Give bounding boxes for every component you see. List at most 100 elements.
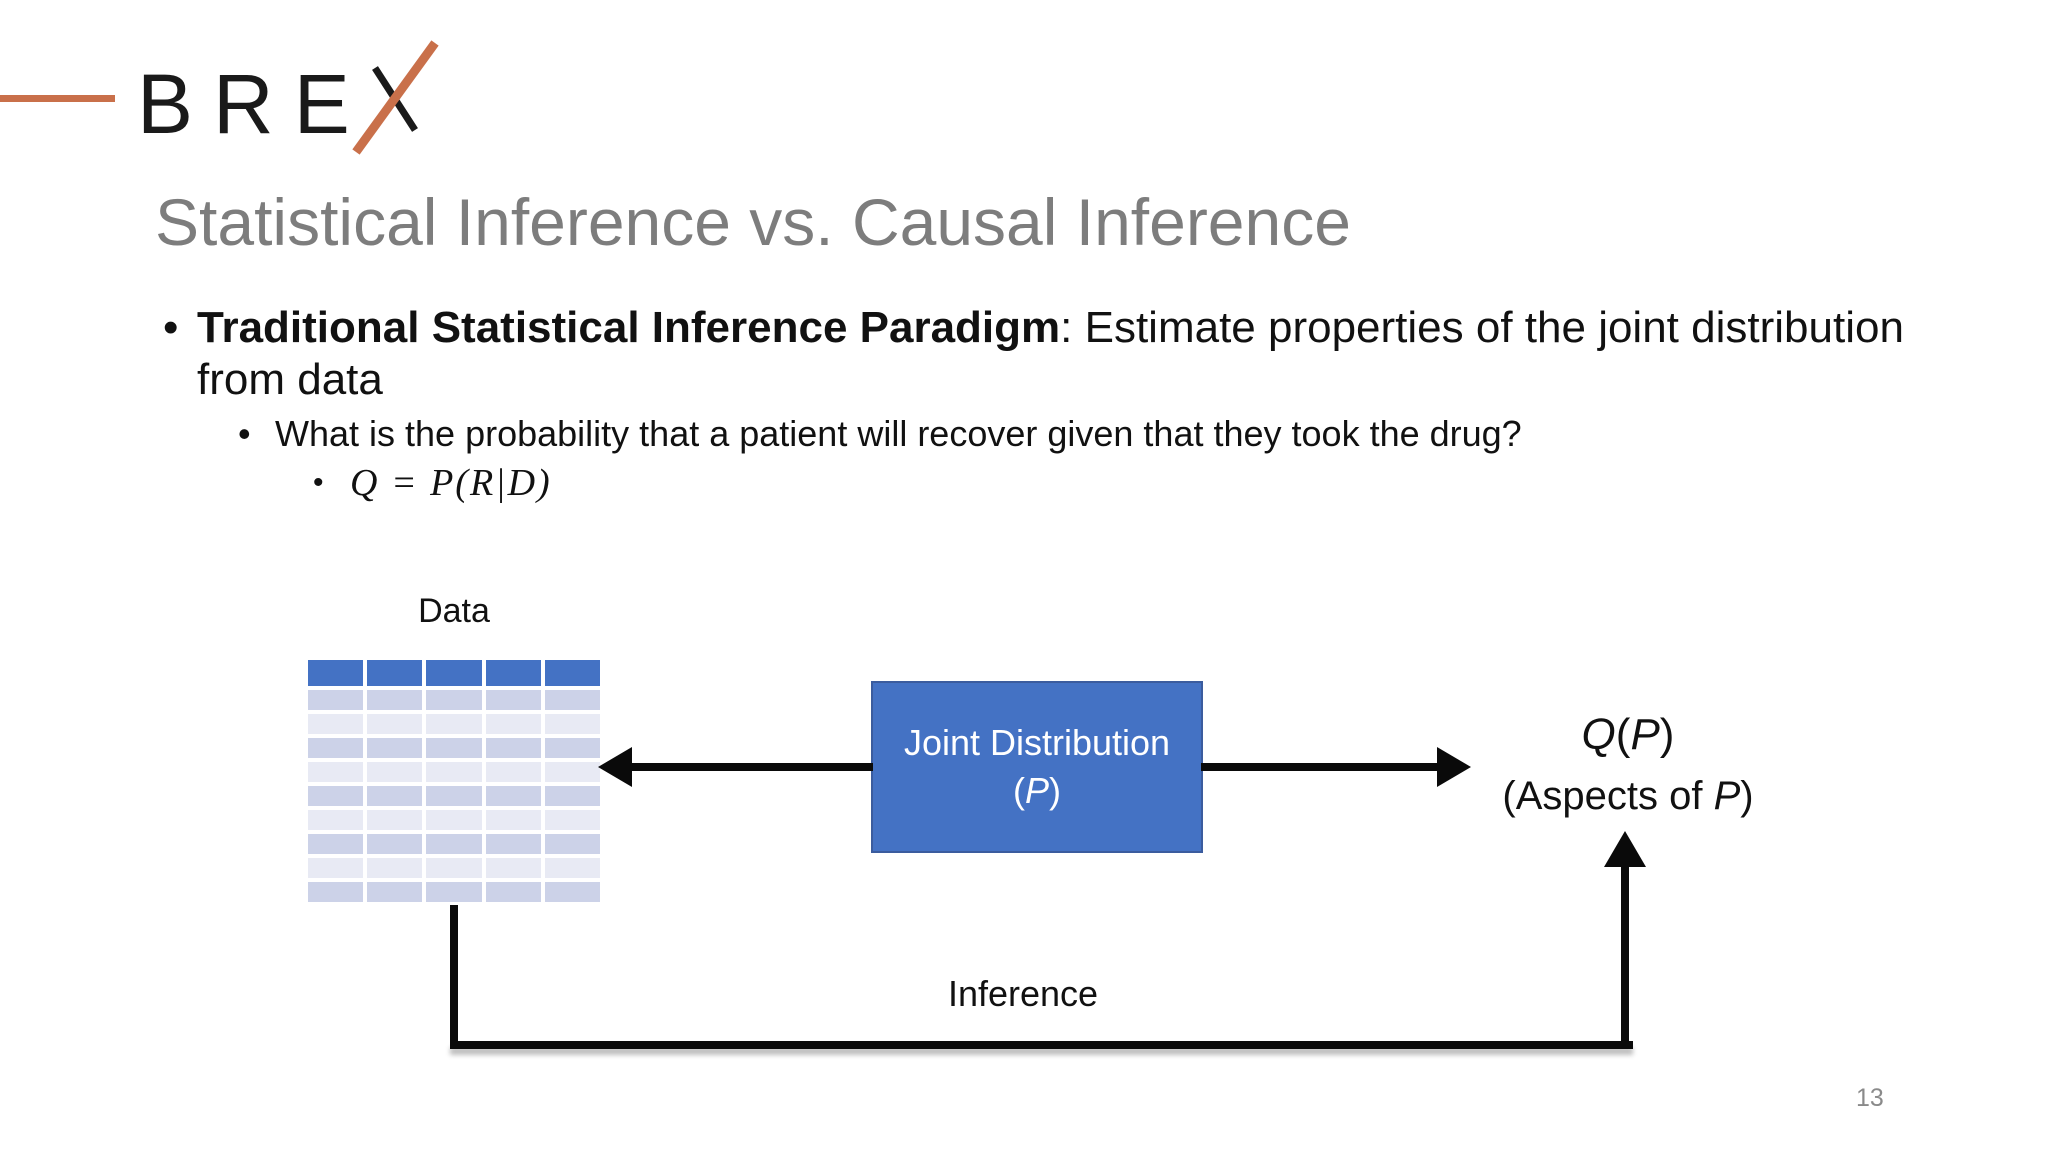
table-cell (367, 882, 423, 902)
aspects-of-p-label: (Aspects of P) (1428, 772, 1828, 820)
p-symbol: P (1024, 770, 1049, 811)
table-cell (426, 738, 482, 758)
table-cell (308, 690, 364, 710)
table-cell (485, 660, 541, 686)
table-cell (367, 714, 423, 734)
paren: ) (1740, 774, 1754, 818)
table-cell (485, 810, 541, 830)
joint-distribution-box: Joint Distribution (P) (871, 681, 1203, 853)
bullet-marker: • (238, 413, 251, 454)
table-row (308, 858, 601, 878)
table-cell (367, 834, 423, 854)
bullet-item-level2: • What is the probability that a patient… (238, 413, 1838, 455)
q-symbol: Q (1581, 710, 1616, 759)
joint-distribution-symbol: (P) (1013, 767, 1061, 815)
table-row (308, 714, 601, 734)
arrow-up-head-icon (1604, 831, 1646, 867)
inference-label: Inference (947, 973, 1099, 1014)
table-cell (544, 882, 601, 902)
table-row (308, 834, 601, 854)
table-cell (308, 882, 364, 902)
table-cell (426, 762, 482, 782)
table-cell (485, 714, 541, 734)
table-cell (544, 660, 601, 686)
paren: ( (1615, 710, 1631, 759)
table-cell (426, 834, 482, 854)
bullet-marker: • (313, 466, 324, 499)
table-cell (308, 786, 364, 806)
table-cell (544, 714, 601, 734)
table-cell (308, 858, 364, 878)
paren: ( (1012, 770, 1025, 811)
arrow-right-head-icon (1437, 747, 1471, 787)
bullet-text: Traditional Statistical Inference Paradi… (197, 302, 1904, 406)
table-cell (367, 660, 423, 686)
table-cell (367, 738, 423, 758)
inference-path-bottom-segment (450, 1041, 1633, 1049)
table-cell (426, 882, 482, 902)
bullet-rest-text: : Estimate properties of the joint distr… (1060, 303, 1904, 352)
table-cell (367, 786, 423, 806)
inference-path-up-segment (1621, 866, 1629, 1049)
table-cell (426, 660, 482, 686)
table-cell (367, 690, 423, 710)
paren: ) (1659, 710, 1675, 759)
table-cell (544, 738, 601, 758)
table-cell (308, 762, 364, 782)
bullet-bold-text: Traditional Statistical Inference Paradi… (197, 303, 1061, 352)
table-cell (485, 882, 541, 902)
table-cell (544, 762, 601, 782)
table-row (308, 762, 601, 782)
sub-bullet-text: What is the probability that a patient w… (275, 413, 1522, 454)
table-cell (544, 858, 601, 878)
page-number: 13 (1856, 1084, 1884, 1112)
table-cell (426, 714, 482, 734)
brex-logo-x-icon (352, 40, 439, 155)
table-cell (367, 858, 423, 878)
arrow-box-to-data-line (628, 763, 873, 771)
table-cell (308, 714, 364, 734)
inference-path-down-segment (450, 905, 458, 1049)
table-cell (544, 786, 601, 806)
table-cell (308, 834, 364, 854)
table-cell (367, 762, 423, 782)
table-row (308, 810, 601, 830)
table-cell (485, 834, 541, 854)
q-of-p-label: Q(P) (1428, 710, 1828, 760)
bullet-item-level3: • Q = P(R|D) (313, 459, 552, 507)
joint-distribution-label: Joint Distribution (903, 722, 1171, 763)
table-row (308, 738, 601, 758)
table-cell (426, 858, 482, 878)
table-cell (426, 810, 482, 830)
table-cell (544, 834, 601, 854)
p-symbol: P (1630, 710, 1660, 759)
page-title: Statistical Inference vs. Causal Inferen… (155, 185, 1351, 259)
table-cell (485, 738, 541, 758)
brand-orange-line (0, 95, 115, 102)
bullet-marker: • (163, 303, 179, 352)
table-cell (544, 810, 601, 830)
probability-formula: Q = P(R|D) (350, 462, 552, 504)
bullet-wrap-text: from data (197, 355, 383, 404)
table-cell (308, 660, 364, 686)
table-row (308, 690, 601, 710)
table-cell (426, 690, 482, 710)
aspects-prefix: (Aspects of (1502, 774, 1714, 818)
table-cell (426, 786, 482, 806)
table-cell (485, 858, 541, 878)
table-row (308, 786, 601, 806)
arrow-left-head-icon (598, 747, 632, 787)
table-header-row (308, 660, 601, 686)
brex-logo: BRE (137, 62, 370, 146)
table-cell (308, 810, 364, 830)
p-symbol: P (1713, 774, 1741, 818)
table-cell (485, 786, 541, 806)
table-cell (485, 690, 541, 710)
table-cell (544, 690, 601, 710)
table-cell (367, 810, 423, 830)
arrow-box-to-q-line (1201, 763, 1439, 771)
paren: ) (1049, 770, 1061, 811)
data-label: Data (418, 592, 490, 630)
brex-logo-letters: BRE (137, 57, 370, 151)
